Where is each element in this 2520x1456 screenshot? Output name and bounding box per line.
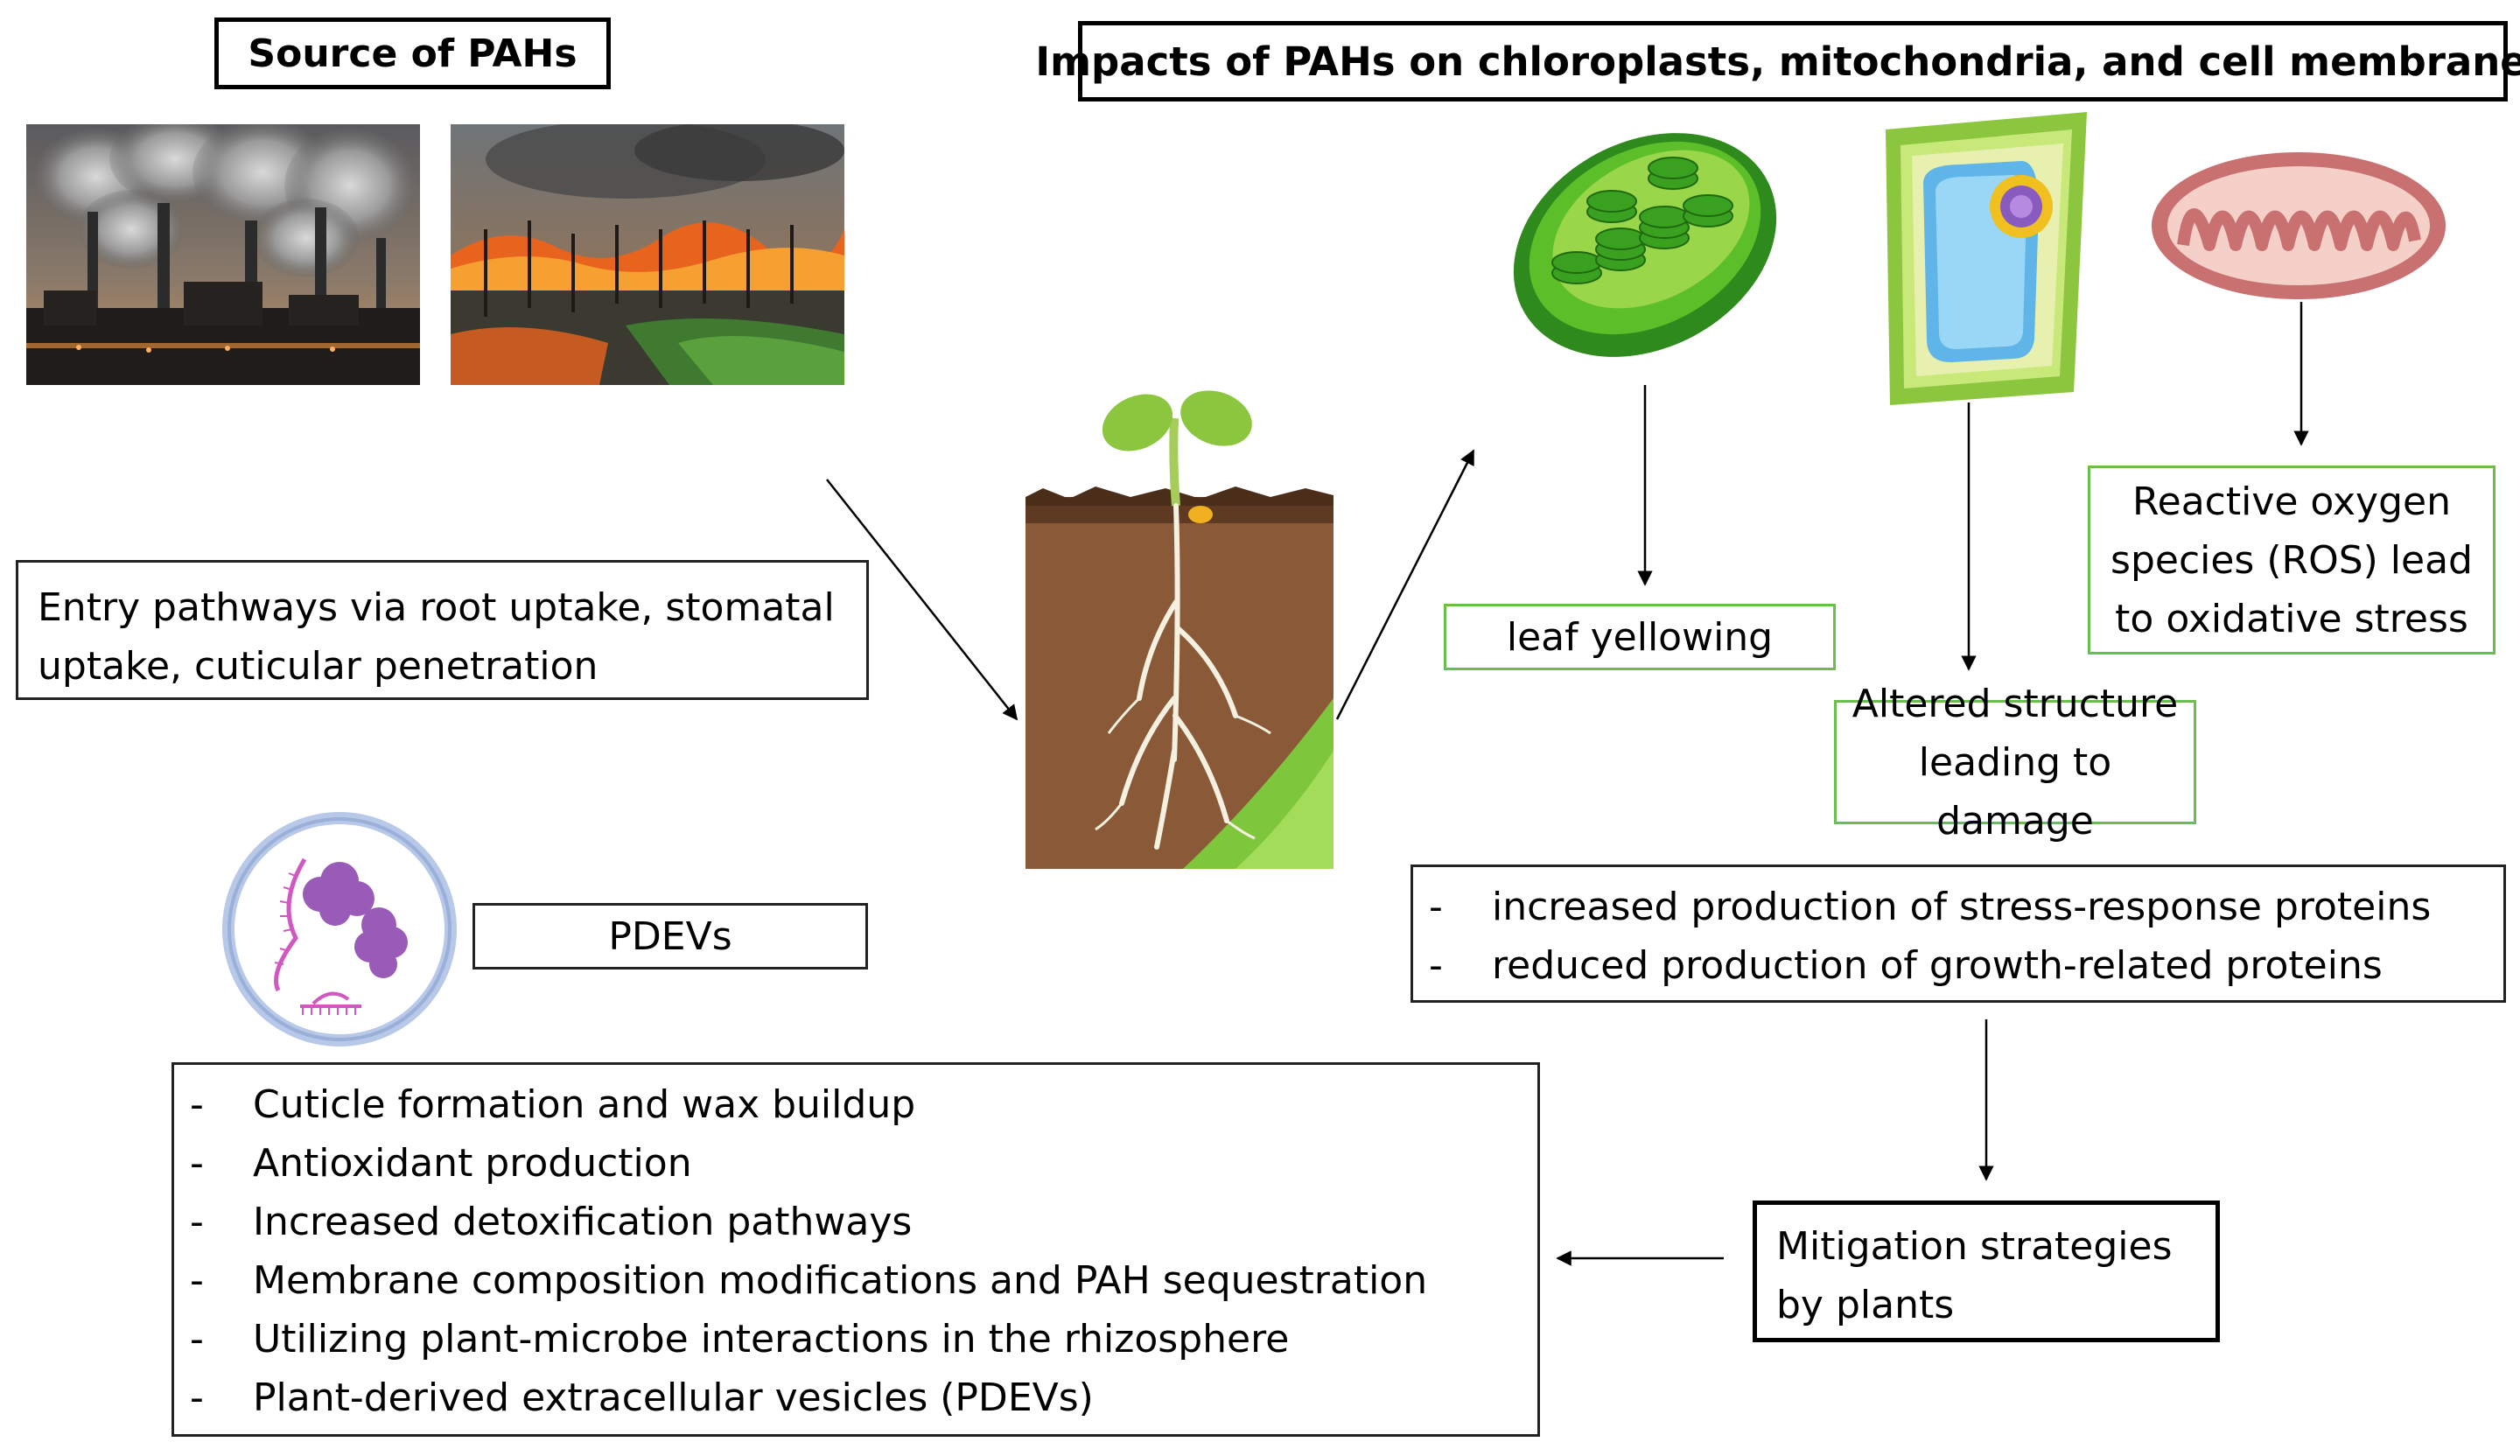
mitigation-title-box: Mitigation strategies by plants (1753, 1200, 2220, 1342)
mitigation-item: Increased detoxification pathways (174, 1193, 1537, 1251)
protein-item-stress: increased production of stress-response … (1413, 878, 2503, 936)
entry-pathways-box: Entry pathways via root uptake, stomatal… (16, 560, 869, 700)
plant-cell-icon (1872, 103, 2100, 410)
mitigation-item: Utilizing plant-microbe interactions in … (174, 1310, 1537, 1368)
altered-structure-text: Altered structure leading to damage (1852, 681, 2179, 844)
pdevs-label: PDEVs (608, 914, 732, 959)
protein-list: increased production of stress-response … (1413, 878, 2503, 995)
altered-structure-box: Altered structure leading to damage (1834, 682, 2196, 844)
arrow-plant-to-impacts (1335, 449, 1475, 720)
mitigation-list: Cuticle formation and wax buildup Antiox… (174, 1075, 1537, 1427)
mitigation-list-box: Cuticle formation and wax buildup Antiox… (172, 1062, 1540, 1437)
source-title-box: Source of PAHs (214, 18, 611, 89)
seedling-soil-image (1026, 383, 1334, 869)
impacts-title: Impacts of PAHs on chloroplasts, mitocho… (1035, 38, 2520, 85)
chloroplast-icon (1498, 116, 1791, 374)
factory-smoke-image (26, 124, 420, 385)
ros-box: Reactive oxygen species (ROS) lead to ox… (2088, 466, 2496, 654)
leaf-yellowing-text: leaf yellowing (1506, 614, 1774, 660)
impacts-title-box: Impacts of PAHs on chloroplasts, mitocho… (1035, 21, 2520, 102)
mitigation-item: Cuticle formation and wax buildup (174, 1075, 1537, 1134)
mitigation-item: Membrane composition modifications and P… (174, 1251, 1537, 1310)
mitigation-title: Mitigation strategies by plants (1776, 1224, 2173, 1327)
leaf-yellowing-box: leaf yellowing (1444, 604, 1836, 670)
pdevs-box: PDEVs (472, 903, 868, 970)
arrow-sources-to-plant (826, 479, 1018, 721)
mitochondria-icon (2148, 149, 2450, 302)
protein-production-box: increased production of stress-response … (1410, 864, 2506, 1003)
forest-fire-image (451, 124, 844, 385)
mitigation-item: Antioxidant production (174, 1134, 1537, 1193)
source-title: Source of PAHs (248, 31, 578, 76)
mitigation-item: Plant-derived extracellular vesicles (PD… (174, 1368, 1537, 1427)
entry-pathways-text: Entry pathways via root uptake, stomatal… (38, 585, 835, 689)
pdev-vesicle-icon (217, 807, 462, 1052)
ros-text: Reactive oxygen species (ROS) lead to ox… (2110, 479, 2473, 641)
protein-item-growth: reduced production of growth-related pro… (1413, 936, 2503, 995)
